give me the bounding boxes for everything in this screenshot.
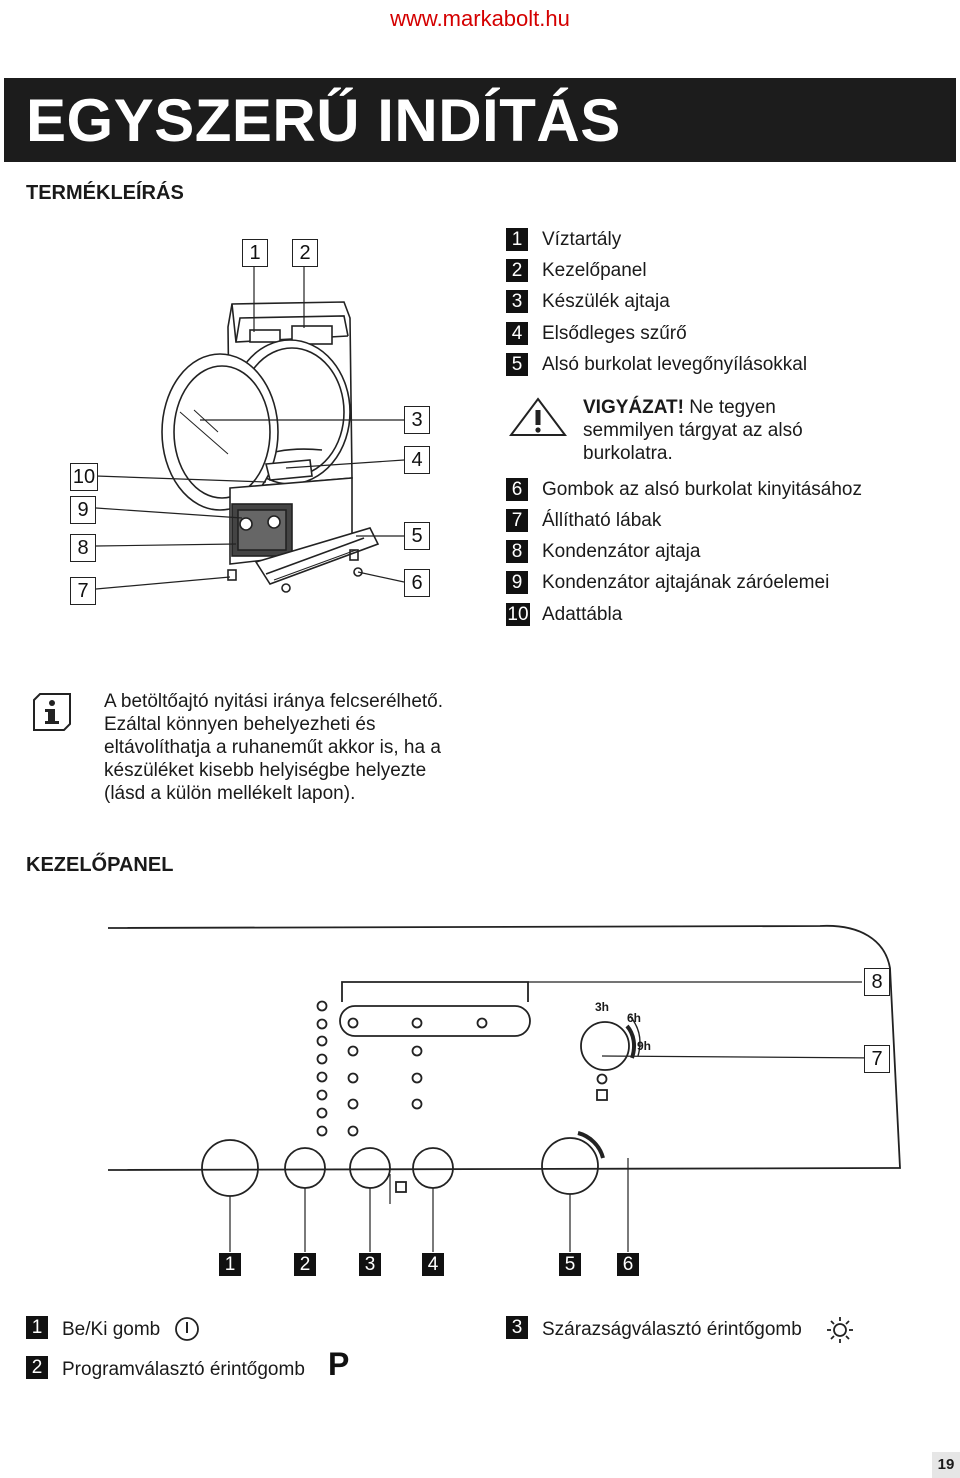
legend-number: 6 <box>506 478 528 501</box>
legend-text: Víztartály <box>542 229 622 250</box>
button-legend-number: 2 <box>26 1356 48 1379</box>
panel-callout-7: 7 <box>864 1045 890 1073</box>
legend-text: Készülék ajtaja <box>542 291 670 312</box>
button-legend-number: 3 <box>506 1316 528 1339</box>
figure-callout-10: 10 <box>70 463 98 491</box>
info-note: A betöltőajtó nyitási iránya felcserélhe… <box>104 691 444 804</box>
legend-number: 8 <box>506 540 528 563</box>
website-url[interactable]: www.markabolt.hu <box>390 6 570 31</box>
panel-callout-1: 1 <box>219 1253 241 1276</box>
time-label-6h: 6h <box>627 1011 642 1025</box>
time-label-9h: 9h <box>637 1039 652 1053</box>
button-legend-text: Be/Ki gomb <box>62 1319 161 1340</box>
warning-body: Ne tegyen semmilyen tárgyat az alsó burk… <box>583 397 803 464</box>
warning-label: VIGYÁZAT! <box>583 397 684 418</box>
panel-callout-6: 6 <box>617 1253 639 1276</box>
figure-callout-7: 7 <box>70 577 96 605</box>
time-label-3h: 3h <box>595 1000 610 1014</box>
legend-number: 10 <box>506 603 530 626</box>
legend-text: Gombok az alsó burkolat kinyitásához <box>542 479 862 500</box>
legend-text: Alsó burkolat levegőnyílásokkal <box>542 354 808 375</box>
panel-callout-8: 8 <box>864 968 890 996</box>
legend-text: Kondenzátor ajtaja <box>542 541 701 562</box>
sun-icon <box>827 1317 853 1343</box>
button-legend-number: 1 <box>26 1316 48 1339</box>
dryer-illustration <box>95 262 405 593</box>
page-number: 19 <box>932 1452 960 1478</box>
panel-callout-3: 3 <box>359 1253 381 1276</box>
figure-callout-5: 5 <box>404 522 430 550</box>
legend-number: 4 <box>506 322 528 345</box>
legend-number: 7 <box>506 509 528 532</box>
legend-number: 3 <box>506 290 528 313</box>
figure-callout-3: 3 <box>404 406 430 434</box>
panel-callout-4: 4 <box>422 1253 444 1276</box>
figure-callout-1: 1 <box>242 239 268 267</box>
warning-icon <box>509 397 567 436</box>
legend-text: Kezelőpanel <box>542 260 647 281</box>
figure-callout-2: 2 <box>292 239 318 267</box>
legend-number: 2 <box>506 259 528 282</box>
legend-number: 1 <box>506 228 528 251</box>
legend-text: Állítható lábak <box>542 510 662 531</box>
figure-callout-9: 9 <box>70 496 96 524</box>
panel-callout-5: 5 <box>559 1253 581 1276</box>
legend-text: Kondenzátor ajtajának záróelemei <box>542 572 830 593</box>
info-icon <box>33 693 71 731</box>
title-bar: EGYSZERŰ INDÍTÁS <box>4 78 956 162</box>
program-p-icon: P <box>328 1346 350 1382</box>
legend-number: 9 <box>506 571 528 594</box>
legend-text: Adattábla <box>542 604 623 625</box>
figure-callout-6: 6 <box>404 569 430 597</box>
legend-number: 5 <box>506 353 528 376</box>
section-panel-heading: KEZELŐPANEL <box>26 854 174 876</box>
figure-callout-4: 4 <box>404 446 430 474</box>
power-icon <box>175 1317 199 1341</box>
warning-text: VIGYÁZAT! Ne tegyen semmilyen tárgyat az… <box>583 396 863 465</box>
page-title: EGYSZERŰ INDÍTÁS <box>26 87 621 154</box>
panel-callout-2: 2 <box>294 1253 316 1276</box>
section-product-heading: TERMÉKLEÍRÁS <box>26 182 184 204</box>
figure-callout-8: 8 <box>70 534 96 562</box>
button-legend-text: Szárazságválasztó érintőgomb <box>542 1319 802 1340</box>
button-legend-text: Programválasztó érintőgomb <box>62 1359 305 1380</box>
control-panel-diagram <box>107 925 901 1252</box>
legend-text: Elsődleges szűrő <box>542 323 687 344</box>
